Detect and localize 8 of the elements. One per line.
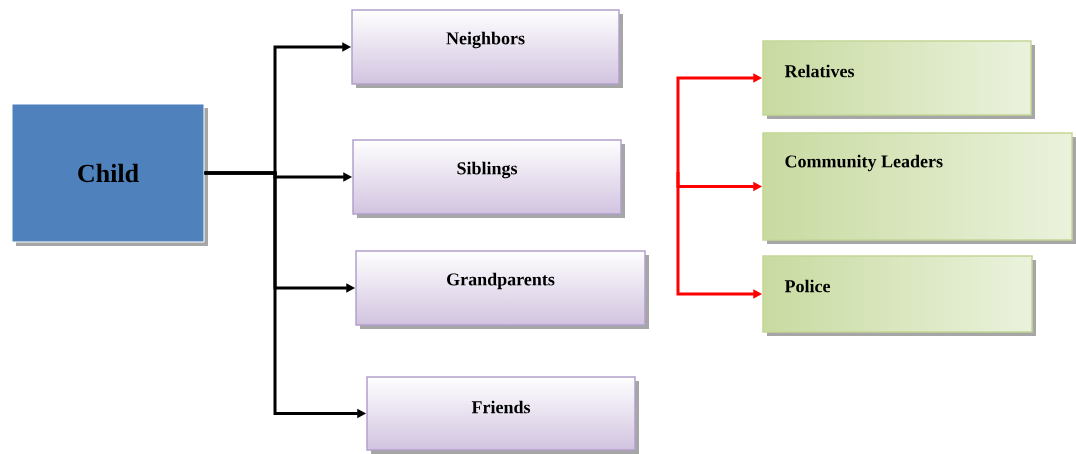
process-box: Police bbox=[762, 255, 1036, 336]
process-box: Siblings bbox=[352, 139, 625, 218]
process-box: Neighbors bbox=[351, 9, 623, 88]
process-box: Community Leaders bbox=[762, 132, 1076, 244]
process-box: Relatives bbox=[762, 40, 1035, 119]
process-box: Grandparents bbox=[355, 250, 649, 329]
process-box: Friends bbox=[366, 376, 639, 454]
child-box: Child bbox=[11, 103, 208, 246]
